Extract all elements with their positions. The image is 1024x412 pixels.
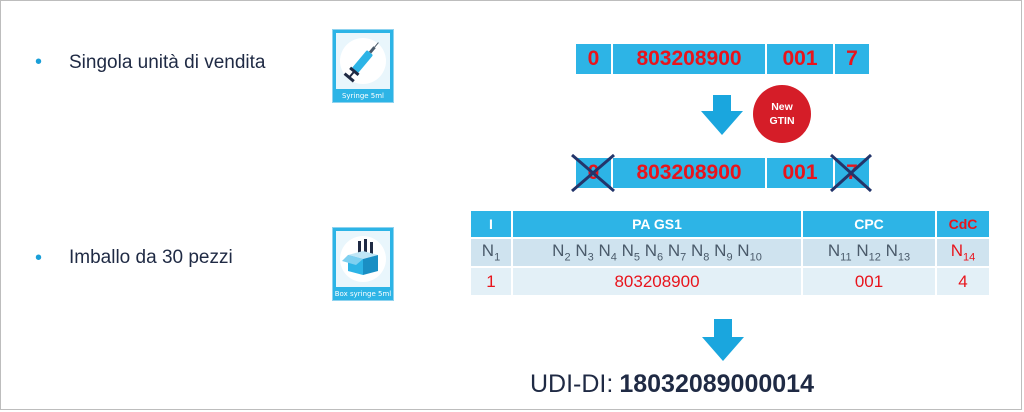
code-check-digit: 7	[835, 44, 869, 74]
code-product-code: 001	[767, 158, 833, 188]
box-icon	[340, 236, 386, 282]
badge-line-new: New	[771, 101, 793, 113]
header-indicator: I	[471, 211, 511, 237]
box-caption: Box syringe 5ml	[334, 290, 392, 298]
cell-value-pa-gs1: 803208900	[513, 268, 801, 295]
header-cdc: CdC	[937, 211, 989, 237]
cell-value-cpc: 001	[803, 268, 935, 295]
cross-out-icon	[829, 153, 873, 193]
syringe-icon	[340, 38, 386, 84]
udi-di-result: UDI-DI:18032089000014	[530, 370, 814, 399]
code-company-prefix: 803208900	[613, 44, 765, 74]
udi-label: UDI-DI:	[530, 370, 614, 398]
cell-value-cdc: 4	[937, 268, 989, 295]
cell-position-i: N1	[471, 239, 511, 266]
header-pa-gs1: PA GS1	[513, 211, 801, 237]
bullet-marker: •	[35, 247, 43, 269]
arrow-down-icon	[702, 319, 744, 361]
syringe-caption: Syringe 5ml	[341, 92, 385, 100]
badge-line-gtin: GTIN	[769, 115, 795, 127]
table-header-row: I PA GS1 CPC CdC	[471, 211, 989, 237]
cell-value-indicator: 1	[471, 268, 511, 295]
bullet-pack-30: Imballo da 30 pezzi	[69, 247, 233, 268]
cell-position-cdc: N14	[937, 239, 989, 266]
box-image: Box syringe 5ml	[332, 227, 394, 301]
header-cpc: CPC	[803, 211, 935, 237]
gtin-structure-table: I PA GS1 CPC CdC N1 N2 N3 N4 N5 N6 N7 N8…	[469, 209, 991, 297]
cell-positions-pa: N2 N3 N4 N5 N6 N7 N8 N9 N10	[513, 239, 801, 266]
cell-positions-cpc: N11 N12 N13	[803, 239, 935, 266]
udi-value: 18032089000014	[619, 370, 814, 398]
bullet-single-unit: Singola unità di vendita	[69, 52, 266, 73]
table-row-values: 1 803208900 001 4	[471, 268, 989, 295]
code-company-prefix: 803208900	[613, 158, 765, 188]
syringe-image: Syringe 5ml	[332, 29, 394, 103]
code-product-code: 001	[767, 44, 833, 74]
arrow-down-icon	[701, 95, 743, 135]
code-digit-indicator: 0	[576, 44, 611, 74]
new-gtin-badge: New GTIN	[753, 85, 811, 143]
bullet-marker: •	[35, 51, 43, 73]
cross-out-icon	[571, 153, 615, 193]
table-row-positions: N1 N2 N3 N4 N5 N6 N7 N8 N9 N10 N11 N12 N…	[471, 239, 989, 266]
